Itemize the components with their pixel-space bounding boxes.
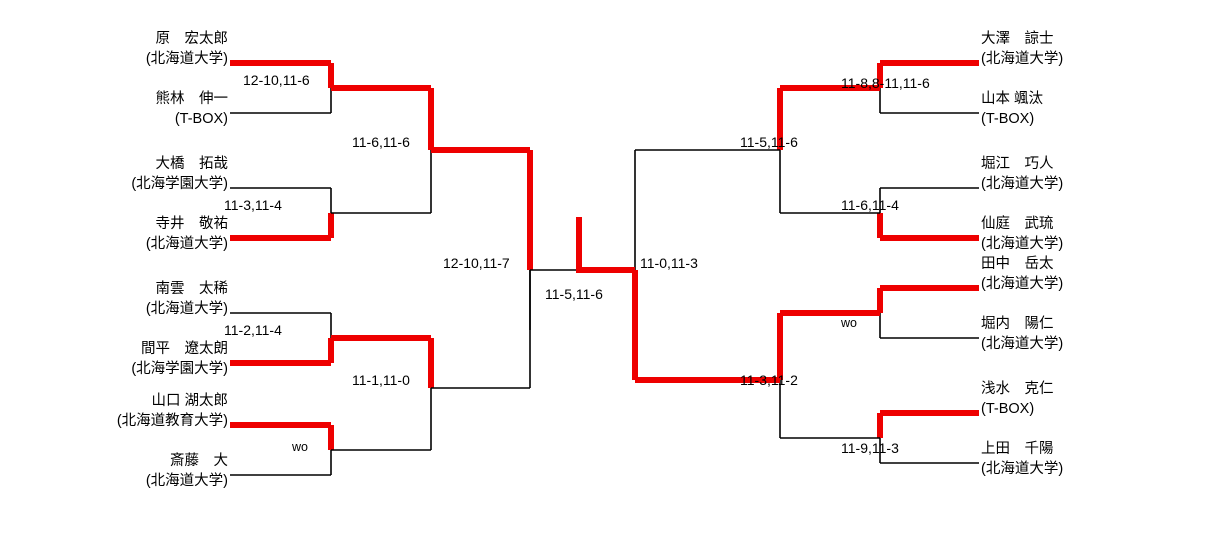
player-name: 仙庭 武琉 [981, 216, 1054, 232]
player-team: (北海道大学) [145, 472, 228, 489]
match-score: wo [841, 316, 857, 330]
player-team: (北海道大学) [981, 335, 1064, 352]
player-team: (北海道教育大学) [116, 412, 228, 429]
player-team: (北海学園大学) [131, 360, 228, 377]
player-team: (北海道大学) [981, 50, 1064, 67]
player-team: (北海学園大学) [131, 175, 228, 192]
player-name: 堀内 陽仁 [981, 316, 1054, 332]
match-score: 12-10,11-7 [443, 255, 510, 271]
player-name: 南雲 太稀 [155, 281, 229, 297]
match-score: 12-10,11-6 [243, 72, 310, 88]
player-team: (T-BOX) [981, 110, 1035, 127]
player-team: (北海道大学) [981, 175, 1064, 192]
player-entry: 南雲 太稀 (北海道大学) [0, 280, 228, 319]
player-name: 間平 遼太朗 [141, 341, 228, 357]
player-team: (北海道大学) [145, 235, 228, 252]
player-name: 大澤 諒士 [981, 31, 1054, 47]
match-score: 11-5,11-6 [740, 134, 798, 150]
player-entry: 堀内 陽仁 (北海道大学) [981, 315, 1209, 354]
match-score: 11-9,11-3 [841, 440, 899, 456]
player-entry: 浅水 克仁 (T-BOX) [981, 380, 1209, 419]
player-entry: 大澤 諒士 (北海道大学) [981, 30, 1209, 69]
final-score: 11-5,11-6 [545, 286, 603, 302]
match-score: wo [292, 440, 308, 454]
player-name: 山本 颯汰 [981, 91, 1044, 107]
player-name: 斎藤 大 [170, 453, 228, 469]
player-name: 堀江 巧人 [981, 156, 1054, 172]
match-score: 11-0,11-3 [640, 255, 698, 271]
player-team: (北海道大学) [981, 275, 1064, 292]
player-entry: 原 宏太郎 (北海道大学) [0, 30, 228, 69]
player-name: 大橋 拓哉 [155, 156, 229, 172]
player-entry: 斎藤 大 (北海道大学) [0, 452, 228, 491]
player-team: (T-BOX) [174, 110, 228, 127]
match-score: 11-6,11-4 [841, 197, 899, 213]
player-team: (T-BOX) [981, 400, 1035, 417]
player-team: (北海道大学) [981, 235, 1064, 252]
player-entry: 熊林 伸一 (T-BOX) [0, 90, 229, 129]
player-team: (北海道大学) [981, 460, 1064, 477]
player-team: (北海道大学) [145, 300, 228, 317]
player-name: 浅水 克仁 [981, 381, 1054, 397]
player-entry: 堀江 巧人 (北海道大学) [981, 155, 1209, 194]
match-score: 11-2,11-4 [224, 322, 282, 338]
player-name: 田中 岳太 [981, 256, 1054, 272]
player-entry: 山本 颯汰 (T-BOX) [981, 90, 1209, 129]
player-entry: 寺井 敬祐 (北海道大学) [0, 215, 228, 254]
player-name: 寺井 敬祐 [155, 216, 229, 232]
player-name: 原 宏太郎 [155, 31, 229, 47]
player-entry: 大橋 拓哉 (北海学園大学) [0, 155, 228, 194]
player-team: (北海道大学) [145, 50, 228, 67]
match-score: 11-6,11-6 [352, 134, 410, 150]
match-score: 11-8,8-11,11-6 [841, 75, 930, 91]
player-entry: 田中 岳太 (北海道大学) [981, 255, 1209, 294]
player-name: 熊林 伸一 [155, 91, 229, 107]
match-score: 11-3,11-4 [224, 197, 282, 213]
match-score: 11-1,11-0 [352, 372, 410, 388]
player-entry: 間平 遼太朗 (北海学園大学) [0, 340, 228, 379]
player-entry: 上田 千陽 (北海道大学) [981, 440, 1209, 479]
match-score: 11-3,11-2 [740, 372, 798, 388]
player-name: 上田 千陽 [981, 441, 1054, 457]
player-entry: 仙庭 武琉 (北海道大学) [981, 215, 1209, 254]
player-name: 山口 湖太郎 [151, 393, 228, 409]
player-entry: 山口 湖太郎 (北海道教育大学) [0, 392, 228, 431]
